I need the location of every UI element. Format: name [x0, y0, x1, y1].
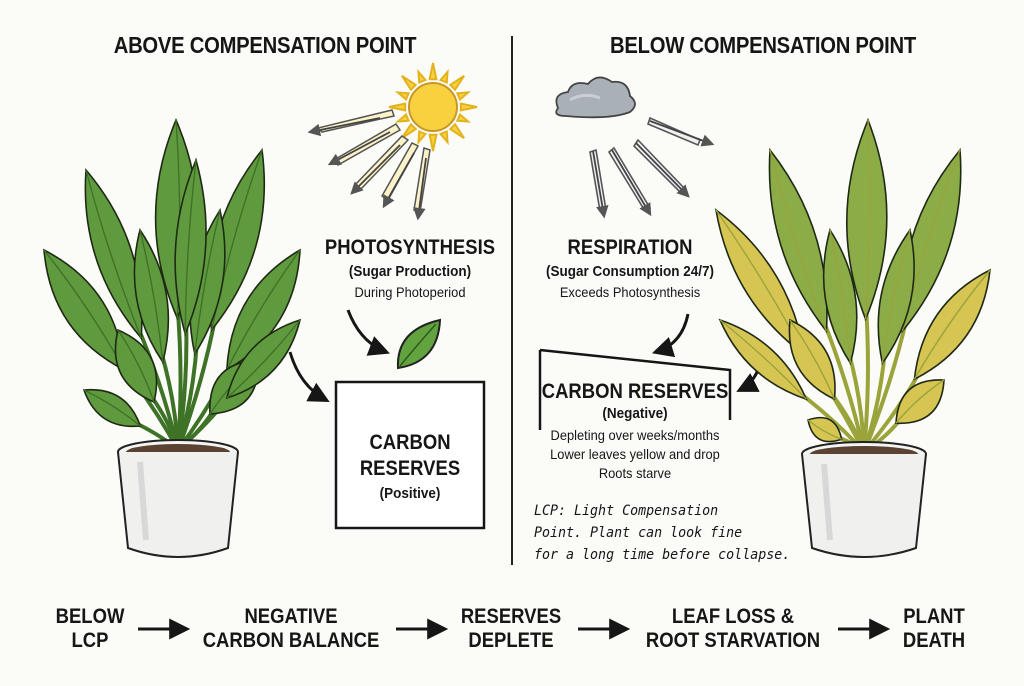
arrow-to-negative-box — [651, 313, 690, 358]
leaf-vein — [881, 229, 911, 364]
sun-ray — [417, 129, 428, 146]
flow-step-plant-death: PLANT DEATH — [890, 605, 978, 653]
flow-step-line: RESERVES — [460, 605, 562, 628]
effect-item: Lower leaves yellow and drop — [550, 446, 720, 462]
leaf-vein — [184, 159, 197, 335]
stressed-plant — [714, 117, 991, 477]
carbon-reserves-negative-box — [538, 348, 732, 430]
sun-ray — [388, 102, 407, 112]
leaf-vein — [789, 319, 836, 400]
leaf-vein — [194, 209, 221, 355]
leaf-vein — [829, 229, 852, 364]
flow-step-line: PLANT — [903, 605, 965, 628]
effect-item: Roots starve — [598, 465, 672, 481]
plant-leaf — [895, 379, 945, 425]
arrow-from-plant — [736, 369, 760, 392]
plant-stem — [862, 302, 870, 453]
leaf-vein — [83, 389, 141, 427]
reserve-state-positive: (Positive) — [379, 485, 441, 502]
sun-ray — [428, 62, 438, 81]
flow-step-reserves-deplete: RESERVES DEPLETE — [454, 605, 568, 653]
flow-step-negative-balance: NEGATIVE CARBON BALANCE — [199, 605, 384, 653]
sun-ray — [417, 68, 428, 85]
sun-ray — [428, 133, 438, 152]
leaf-vein — [85, 169, 142, 339]
sun-ray — [394, 91, 411, 102]
sun-ray — [455, 91, 472, 102]
lcp-note-line: LCP: Light Compensation — [534, 503, 719, 519]
right-pot — [801, 441, 927, 558]
reserve-line-2: RESERVES — [359, 457, 461, 480]
sun-ray — [448, 122, 465, 139]
flow-step-below-lcp: BELOW LCP — [46, 605, 134, 653]
leaf-vein — [769, 149, 828, 332]
flow-step-line: CARBON BALANCE — [202, 629, 380, 652]
leaf-vein — [913, 269, 991, 380]
flow-step-line: LCP — [71, 629, 109, 652]
sun-ray — [438, 68, 449, 85]
photosynthesis-title: PHOTOSYNTHESIS — [324, 236, 496, 259]
photosynthesis-sub: (Sugar Production) — [348, 263, 472, 280]
reserve-line-1: CARBON — [369, 431, 451, 454]
plant-stem — [819, 315, 866, 453]
respiration-detail: Exceeds Photosynthesis — [559, 284, 701, 300]
arrow-to-leaf — [346, 309, 390, 356]
photosynthesis-detail: During Photoperiod — [354, 284, 466, 300]
lcp-note-line: Point. Plant can look fine — [534, 525, 743, 541]
sun-icon — [388, 62, 478, 152]
flow-step-line: DEPLETE — [468, 629, 554, 652]
cloud-icon — [555, 76, 636, 119]
dim-light-arrows — [589, 116, 702, 213]
title-below-compensation: BELOW COMPENSATION POINT — [610, 32, 916, 58]
plant-stem — [176, 319, 189, 451]
lcp-note-line: for a long time before collapse. — [534, 547, 791, 563]
carbon-reserves-negative-title: CARBON RESERVES — [541, 380, 729, 403]
carbon-reserves-positive-box — [334, 380, 486, 530]
leaf-vein — [226, 249, 301, 371]
flow-step-leaf-loss: LEAF LOSS & ROOT STARVATION — [639, 605, 827, 653]
leaf-vein — [226, 319, 301, 399]
sun-ray — [455, 112, 472, 123]
respiration-title: RESPIRATION — [567, 236, 693, 259]
flow-step-line: DEATH — [902, 629, 966, 652]
sun-ray — [401, 122, 418, 139]
respiration-sub: (Sugar Consumption 24/7) — [545, 263, 715, 280]
leaf-vein — [895, 379, 945, 424]
flow-step-line: ROOT STARVATION — [645, 629, 821, 652]
effect-item: Depleting over weeks/months — [550, 427, 720, 443]
sun-ray — [438, 129, 449, 146]
leaf-icon — [396, 318, 442, 370]
title-above-compensation: ABOVE COMPENSATION POINT — [113, 32, 417, 58]
sun-ray — [448, 75, 465, 92]
healthy-plant — [43, 117, 302, 452]
sun-ray — [394, 112, 411, 123]
left-pot — [117, 439, 239, 558]
leaf-vein — [117, 329, 155, 403]
plant-leaf — [82, 388, 142, 428]
reserve-state-negative: (Negative) — [602, 405, 668, 422]
sun-ray — [401, 75, 418, 92]
sun-ray — [459, 102, 478, 112]
flow-step-line: BELOW — [55, 605, 125, 628]
leaf-vein — [719, 319, 807, 400]
leaf-vein — [807, 419, 842, 440]
leaf-vein — [864, 119, 871, 320]
leaf-vein — [139, 229, 164, 363]
flow-step-line: LEAF LOSS & — [671, 605, 795, 628]
flow-step-line: NEGATIVE — [244, 605, 338, 628]
arrow-to-reserves — [288, 351, 330, 402]
